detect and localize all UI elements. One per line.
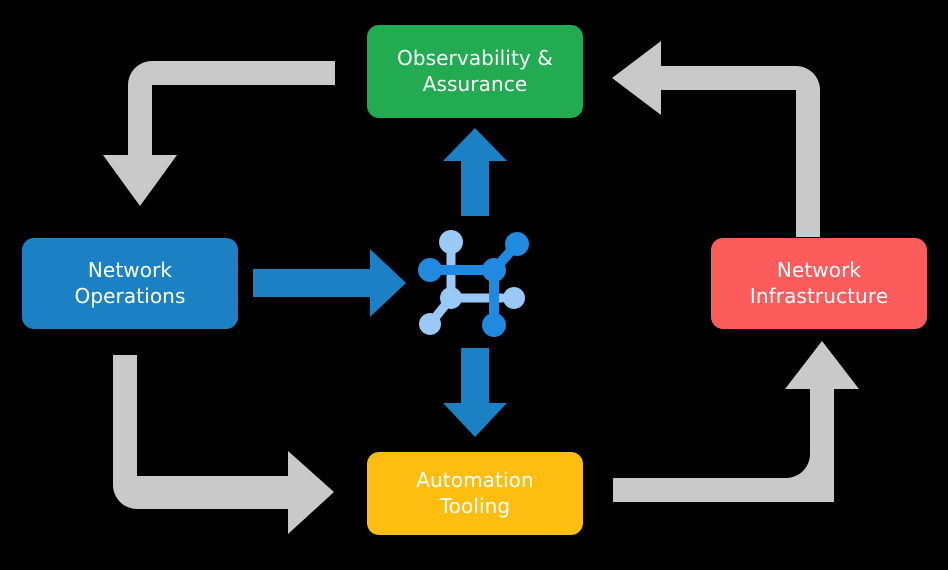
node-automation-tooling[interactable]: Automation Tooling xyxy=(367,452,583,535)
node-label-network-operations: Network Operations xyxy=(74,257,186,308)
arrow-infrastructure-to-observability xyxy=(612,41,820,237)
node-network-infrastructure[interactable]: Network Infrastructure xyxy=(711,238,927,329)
arrow-observability-to-operations xyxy=(103,61,335,206)
network-topology-icon xyxy=(418,230,529,337)
arrow-operations-to-automation xyxy=(113,355,334,534)
node-network-operations[interactable]: Network Operations xyxy=(22,238,238,329)
node-label-network-infrastructure: Network Infrastructure xyxy=(749,257,889,308)
node-observability-assurance[interactable]: Observability & Assurance xyxy=(367,25,583,118)
arrow-operations-to-center xyxy=(253,249,406,317)
arrow-center-to-automation xyxy=(443,348,507,437)
arrow-center-to-observability xyxy=(443,128,507,216)
node-label-observability: Observability & Assurance xyxy=(397,45,553,96)
node-label-automation-tooling: Automation Tooling xyxy=(416,467,534,518)
arrow-automation-to-infrastructure xyxy=(613,341,859,502)
